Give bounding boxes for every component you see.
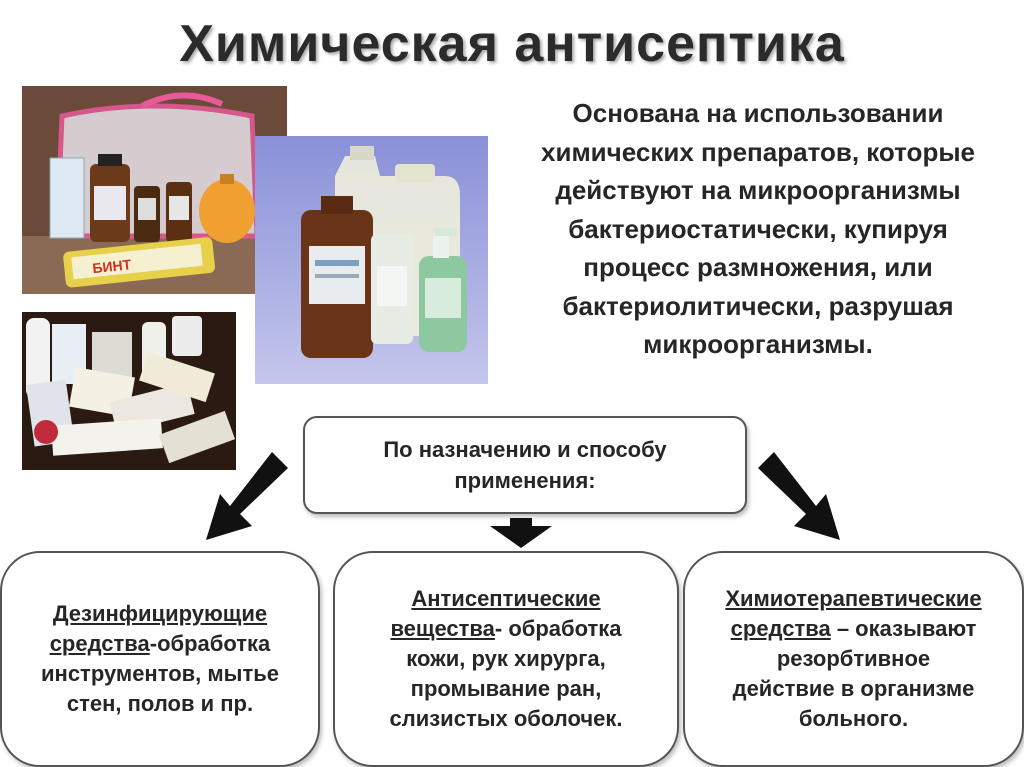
intro-line: процесс размножения, или [583, 252, 933, 282]
card-text: больного. [798, 706, 909, 731]
arrow-down-right-icon [758, 452, 840, 540]
card-text: промывание ран, [410, 676, 602, 701]
term-antiseptics: Антисептические [411, 586, 601, 611]
arrow-down-left-icon [206, 452, 288, 540]
term-antiseptics-2: вещества [390, 616, 495, 641]
term-disinfectants-2: средства [49, 631, 150, 656]
card-text: -обработка [149, 631, 271, 656]
intro-line: бактериостатически, купируя [568, 213, 948, 244]
disinfectants-card: Дезинфицирующие средства-обработка инстр… [0, 551, 320, 767]
intro-line: бактериолитически, разрушая [562, 290, 954, 321]
antiseptic-bottles-photo [255, 136, 488, 384]
first-aid-kit-photo: БИНТ [22, 86, 287, 294]
card-text: действие в организме [732, 676, 975, 701]
arrow-down-icon [490, 518, 552, 548]
intro-line: Основана на использовании [572, 98, 944, 128]
intro-line: микроорганизмы. [643, 329, 873, 359]
card-text: резорбтивное [776, 646, 931, 671]
card-text: инструментов, мытье [41, 661, 279, 686]
intro-line: действуют на микроорганизмы [555, 175, 961, 205]
intro-text: Основана на использовании химических пре… [500, 94, 1016, 364]
card-text: стен, полов и пр. [66, 691, 254, 716]
svg-text:БИНТ: БИНТ [92, 256, 133, 276]
classification-box: По назначению и способу применения: [303, 416, 747, 514]
medicine-packages-photo [22, 312, 236, 470]
classification-line: применения: [454, 468, 596, 493]
classification-line: По назначению и способу [383, 437, 667, 462]
term-disinfectants: Дезинфицирующие [52, 601, 268, 626]
term-chemotherapy-2: средства [730, 616, 831, 641]
card-text: кожи, рук хирурга, [406, 646, 606, 671]
page-title: Химическая антисептика [179, 15, 845, 73]
card-text: слизистых оболочек. [389, 706, 623, 731]
chemotherapy-card: Химиотерапевтические средства – оказываю… [683, 551, 1024, 767]
card-text: - обработка [494, 616, 622, 641]
term-chemotherapy: Химиотерапевтические [725, 586, 982, 611]
antiseptics-card: Антисептические вещества- обработка кожи… [333, 551, 679, 767]
intro-line: химических препаратов, которые [541, 136, 975, 167]
card-text: – оказывают [830, 616, 977, 641]
